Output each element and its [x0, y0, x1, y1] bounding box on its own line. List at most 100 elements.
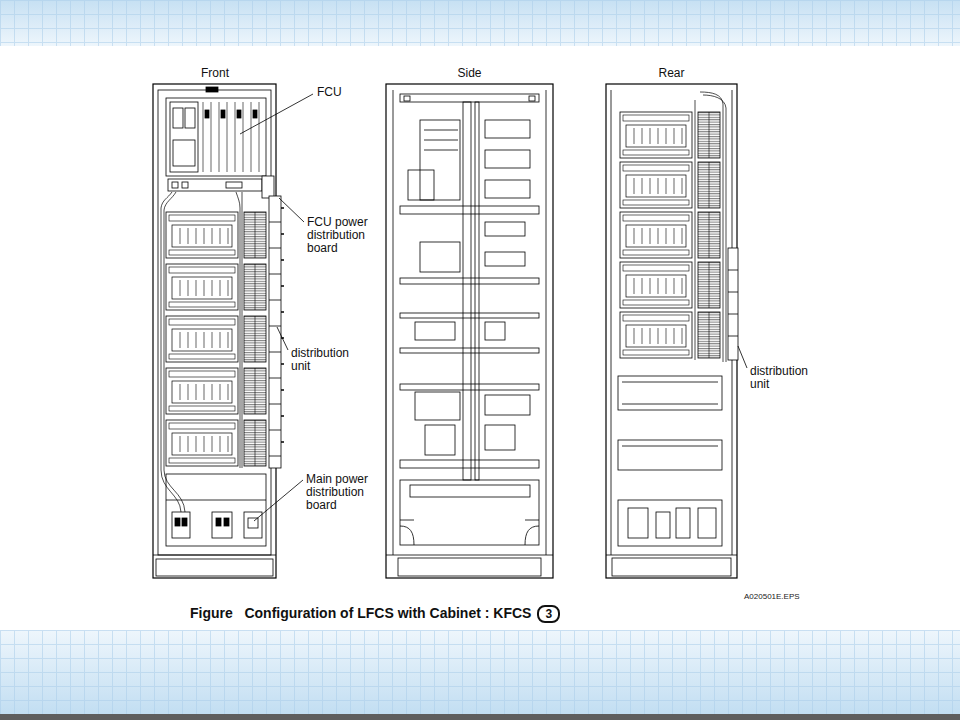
callout-label: distribution unit: [291, 347, 369, 373]
side-view: [529, 96, 535, 101]
side-view: [400, 206, 539, 214]
main-power-board: [175, 518, 180, 526]
side-view: [485, 120, 530, 138]
rear-view: [628, 508, 648, 538]
main-power-board: [244, 512, 262, 538]
side-view: [425, 425, 455, 455]
fcu-power-board: [172, 182, 178, 188]
fcu-power-board: [262, 176, 274, 198]
side-view: [485, 180, 530, 198]
fcu-unit: [173, 140, 195, 166]
main-power-board: [166, 474, 266, 546]
rear-view: [622, 446, 718, 447]
fcu-unit: [173, 108, 183, 128]
fcu-unit: [237, 110, 241, 118]
main-power-board: [216, 518, 221, 526]
io-nests: [244, 368, 266, 414]
io-nests: [244, 316, 266, 362]
rear-view: [618, 376, 722, 410]
bottom-band: [0, 630, 960, 720]
side-view: [485, 425, 515, 450]
distribution-unit: [728, 248, 738, 360]
side-view: [485, 150, 530, 168]
front-view: [206, 87, 218, 92]
distribution-unit: [269, 222, 281, 456]
side-view: [400, 384, 539, 390]
side-view: [404, 96, 410, 101]
cables: [695, 100, 696, 360]
distribution-unit: [728, 248, 738, 360]
leader-lines: [240, 94, 313, 134]
cables: [242, 192, 243, 468]
fcu-unit: [205, 110, 209, 118]
main-power-board: [166, 500, 266, 501]
side-view: [410, 485, 530, 497]
side-view: [400, 520, 539, 521]
io-nests: [620, 312, 692, 358]
figure-caption: Figure Configuration of LFCS with Cabine…: [190, 605, 531, 621]
distribution-unit: [281, 208, 284, 442]
rear-view: [656, 512, 670, 538]
side-view: [400, 526, 539, 545]
side-view: [420, 120, 460, 200]
io-nests: [166, 368, 238, 414]
side-view: [386, 84, 553, 578]
io-nests: [698, 312, 720, 358]
io-nests: [620, 112, 692, 158]
rear-view: [606, 555, 737, 556]
fcu-unit: [221, 110, 225, 118]
rear-view: [676, 508, 690, 538]
main-power-board: [212, 512, 232, 538]
cables: [236, 192, 240, 468]
fcu-power-board: [168, 179, 262, 191]
io-nests: [244, 420, 266, 466]
rear-view: [606, 84, 738, 578]
rear-view: [612, 558, 731, 576]
side-view: [485, 252, 525, 266]
top-band: [0, 0, 960, 46]
main-power-board: [248, 518, 258, 528]
side-view: [400, 313, 539, 318]
bottom-band: [0, 714, 960, 720]
main-power-board: [224, 518, 229, 526]
view-heading: Side: [383, 66, 556, 80]
side-view: [400, 94, 539, 102]
top-band: [0, 0, 960, 46]
bottom-band: [0, 630, 960, 714]
side-view: [420, 242, 460, 272]
cables: [164, 192, 185, 512]
side-view: [393, 90, 546, 555]
side-view: [386, 84, 553, 578]
fcu-unit: [253, 110, 257, 118]
fcu-unit: [203, 102, 259, 172]
fcu-unit: [170, 102, 198, 172]
side-view: [485, 322, 505, 340]
io-nests: [244, 264, 266, 310]
callout-label: FCU power distribution board: [307, 216, 387, 255]
side-view: [386, 555, 553, 556]
io-nests: [698, 262, 720, 308]
file-id: A020501E.EPS: [744, 592, 834, 602]
front-view: [158, 90, 271, 555]
side-view: [408, 170, 434, 200]
leader-lines: [738, 346, 747, 368]
fcu-unit: [166, 98, 266, 176]
io-nests: [166, 212, 266, 466]
fcu-unit: [185, 108, 195, 128]
logo-badge: 3: [537, 605, 560, 623]
side-view: [400, 348, 539, 353]
callout-label: Main power distribution board: [306, 473, 388, 512]
callout-label: distribution unit: [750, 365, 830, 391]
top-band: [0, 0, 960, 46]
front-view: [153, 555, 276, 556]
side-view: Side: [383, 66, 556, 580]
side-view: [415, 322, 455, 340]
main-power-board: [166, 474, 266, 546]
io-nests: [166, 316, 238, 362]
side-view: [400, 480, 539, 545]
io-nests: [620, 262, 692, 308]
rear-view: [611, 90, 732, 555]
leader-lines: [279, 198, 304, 222]
bottom-band: [0, 630, 960, 714]
